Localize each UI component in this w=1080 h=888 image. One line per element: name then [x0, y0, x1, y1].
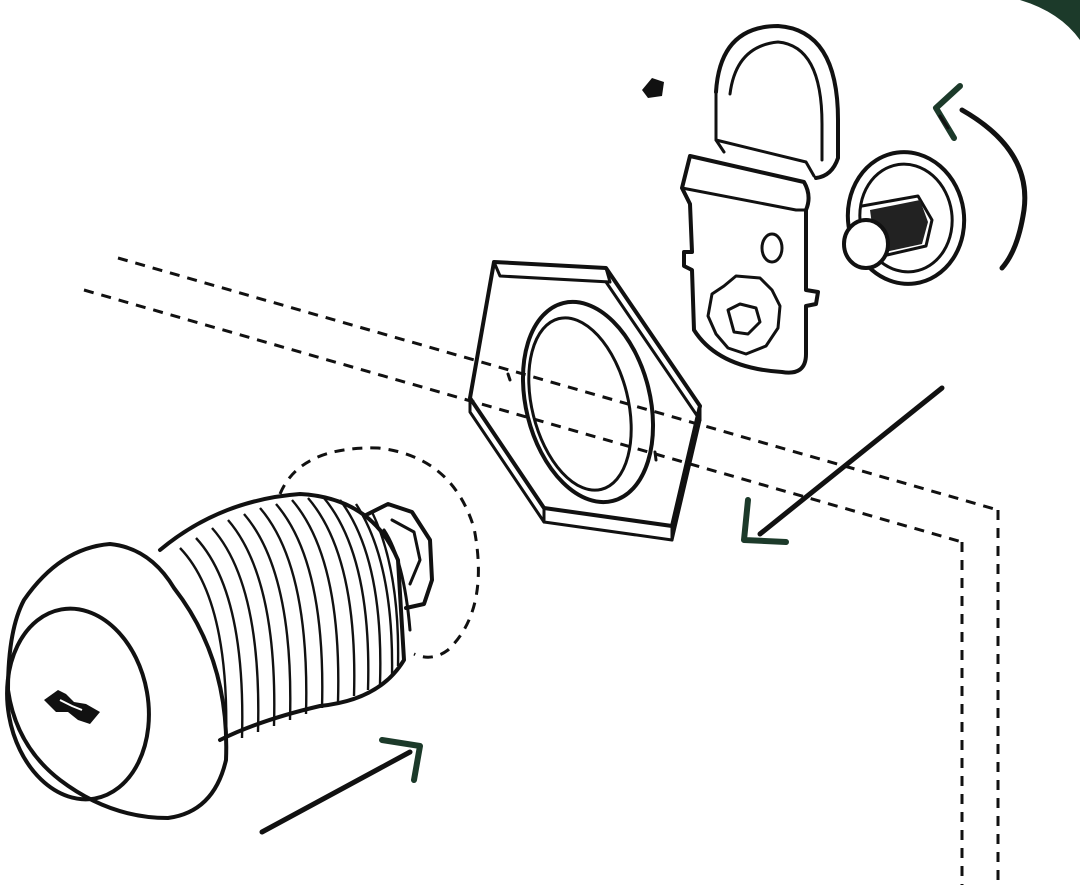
assembly-arrow-lower-icon — [259, 737, 423, 835]
barrel-threads — [179, 497, 400, 745]
rotation-arc-dashed — [278, 446, 480, 659]
lock-cylinder-part — [5, 492, 434, 820]
hex-nut-part — [468, 260, 702, 542]
assembly-arrow-upper-icon — [741, 385, 945, 545]
panel-outline-dashed — [83, 256, 1000, 885]
screw-part — [842, 194, 934, 270]
small-fragment-shape — [642, 78, 664, 98]
corner-accent-shape — [1020, 0, 1080, 40]
rotation-arrow-icon — [933, 83, 1028, 271]
cam-plate-part — [680, 24, 840, 375]
